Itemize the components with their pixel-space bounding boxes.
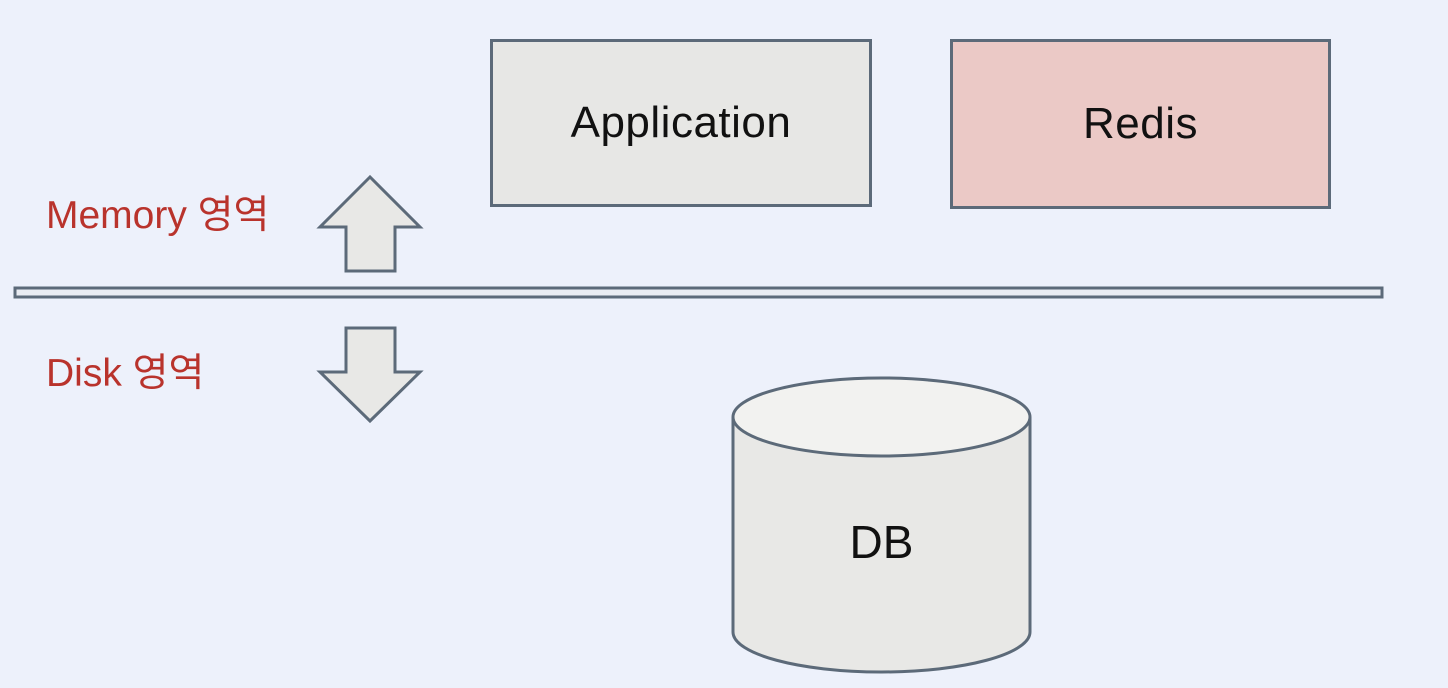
node-redis-label: Redis [1083, 99, 1198, 148]
memory-disk-divider [13, 286, 1384, 299]
disk-area-label: Disk 영역 [46, 352, 205, 395]
node-redis: Redis [950, 39, 1331, 209]
db-cylinder-top [731, 376, 1032, 458]
node-application: Application [490, 39, 872, 207]
node-application-label: Application [570, 98, 792, 147]
node-db-label: DB [849, 516, 914, 568]
arrow-down-icon [316, 326, 424, 424]
arrow-up-icon [316, 174, 424, 273]
memory-area-label: Memory 영역 [46, 194, 270, 237]
db-cylinder-body [731, 417, 1032, 674]
